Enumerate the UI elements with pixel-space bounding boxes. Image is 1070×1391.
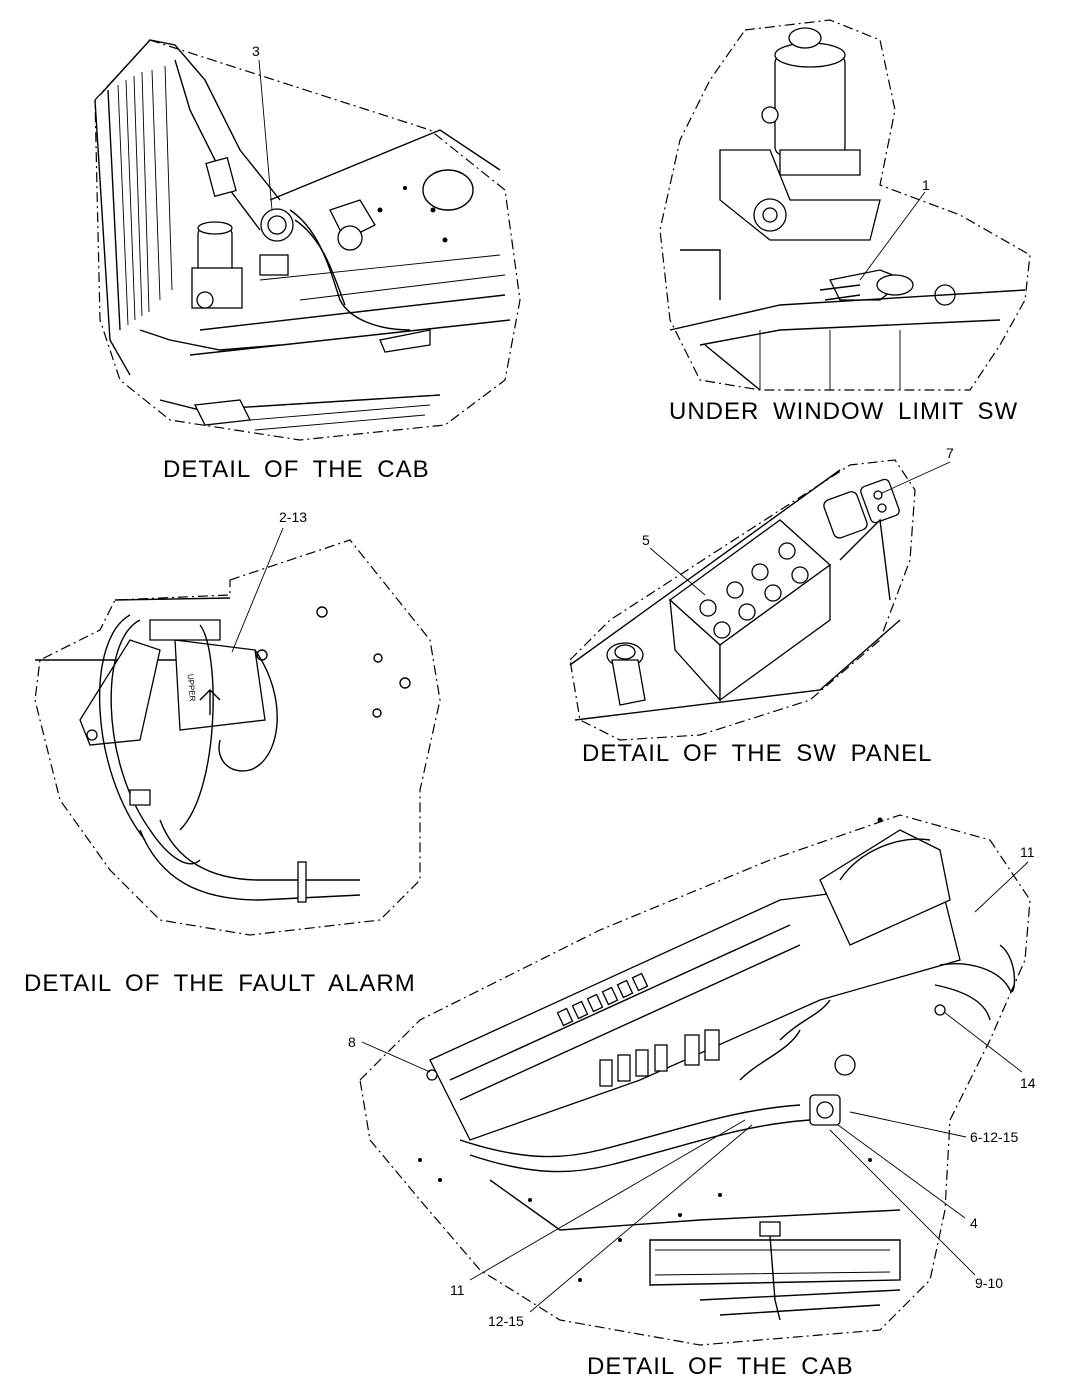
callout-7: 7: [946, 445, 954, 461]
callout-5: 5: [642, 532, 650, 548]
callout-2-13: 2-13: [279, 509, 307, 525]
callout-3: 3: [252, 43, 260, 59]
detail-limit-switch: 1: [659, 19, 1031, 391]
detail-cab-bottom: 8 11 14 6-12-15 4 9-10 11 12-15: [348, 814, 1036, 1346]
caption-under-window-limit-sw: UNDER WINDOW LIMIT SW: [669, 398, 1019, 425]
callout-1: 1: [922, 177, 930, 193]
callout-9-10: 9-10: [975, 1275, 1003, 1291]
callout-4: 4: [970, 1215, 978, 1231]
upper-sticker: UPPER: [186, 674, 197, 702]
callout-11-top: 11: [1020, 844, 1035, 860]
caption-detail-sw-panel: DETAIL OF THE SW PANEL: [582, 740, 933, 767]
detail-fault-alarm: UPPER 2-13: [34, 509, 441, 936]
caption-detail-cab-top: DETAIL OF THE CAB: [163, 456, 430, 483]
callout-12-15: 12-15: [488, 1313, 524, 1329]
caption-detail-cab-bottom: DETAIL OF THE CAB: [587, 1353, 854, 1380]
callout-14: 14: [1020, 1075, 1036, 1091]
callout-8: 8: [348, 1034, 356, 1050]
detail-cab-top: 3: [94, 39, 521, 441]
detail-sw-panel: 5 7: [569, 445, 954, 741]
callout-6-12-15: 6-12-15: [970, 1129, 1018, 1145]
callout-11-bottom: 11: [450, 1282, 465, 1298]
caption-detail-fault-alarm: DETAIL OF THE FAULT ALARM: [24, 970, 416, 997]
